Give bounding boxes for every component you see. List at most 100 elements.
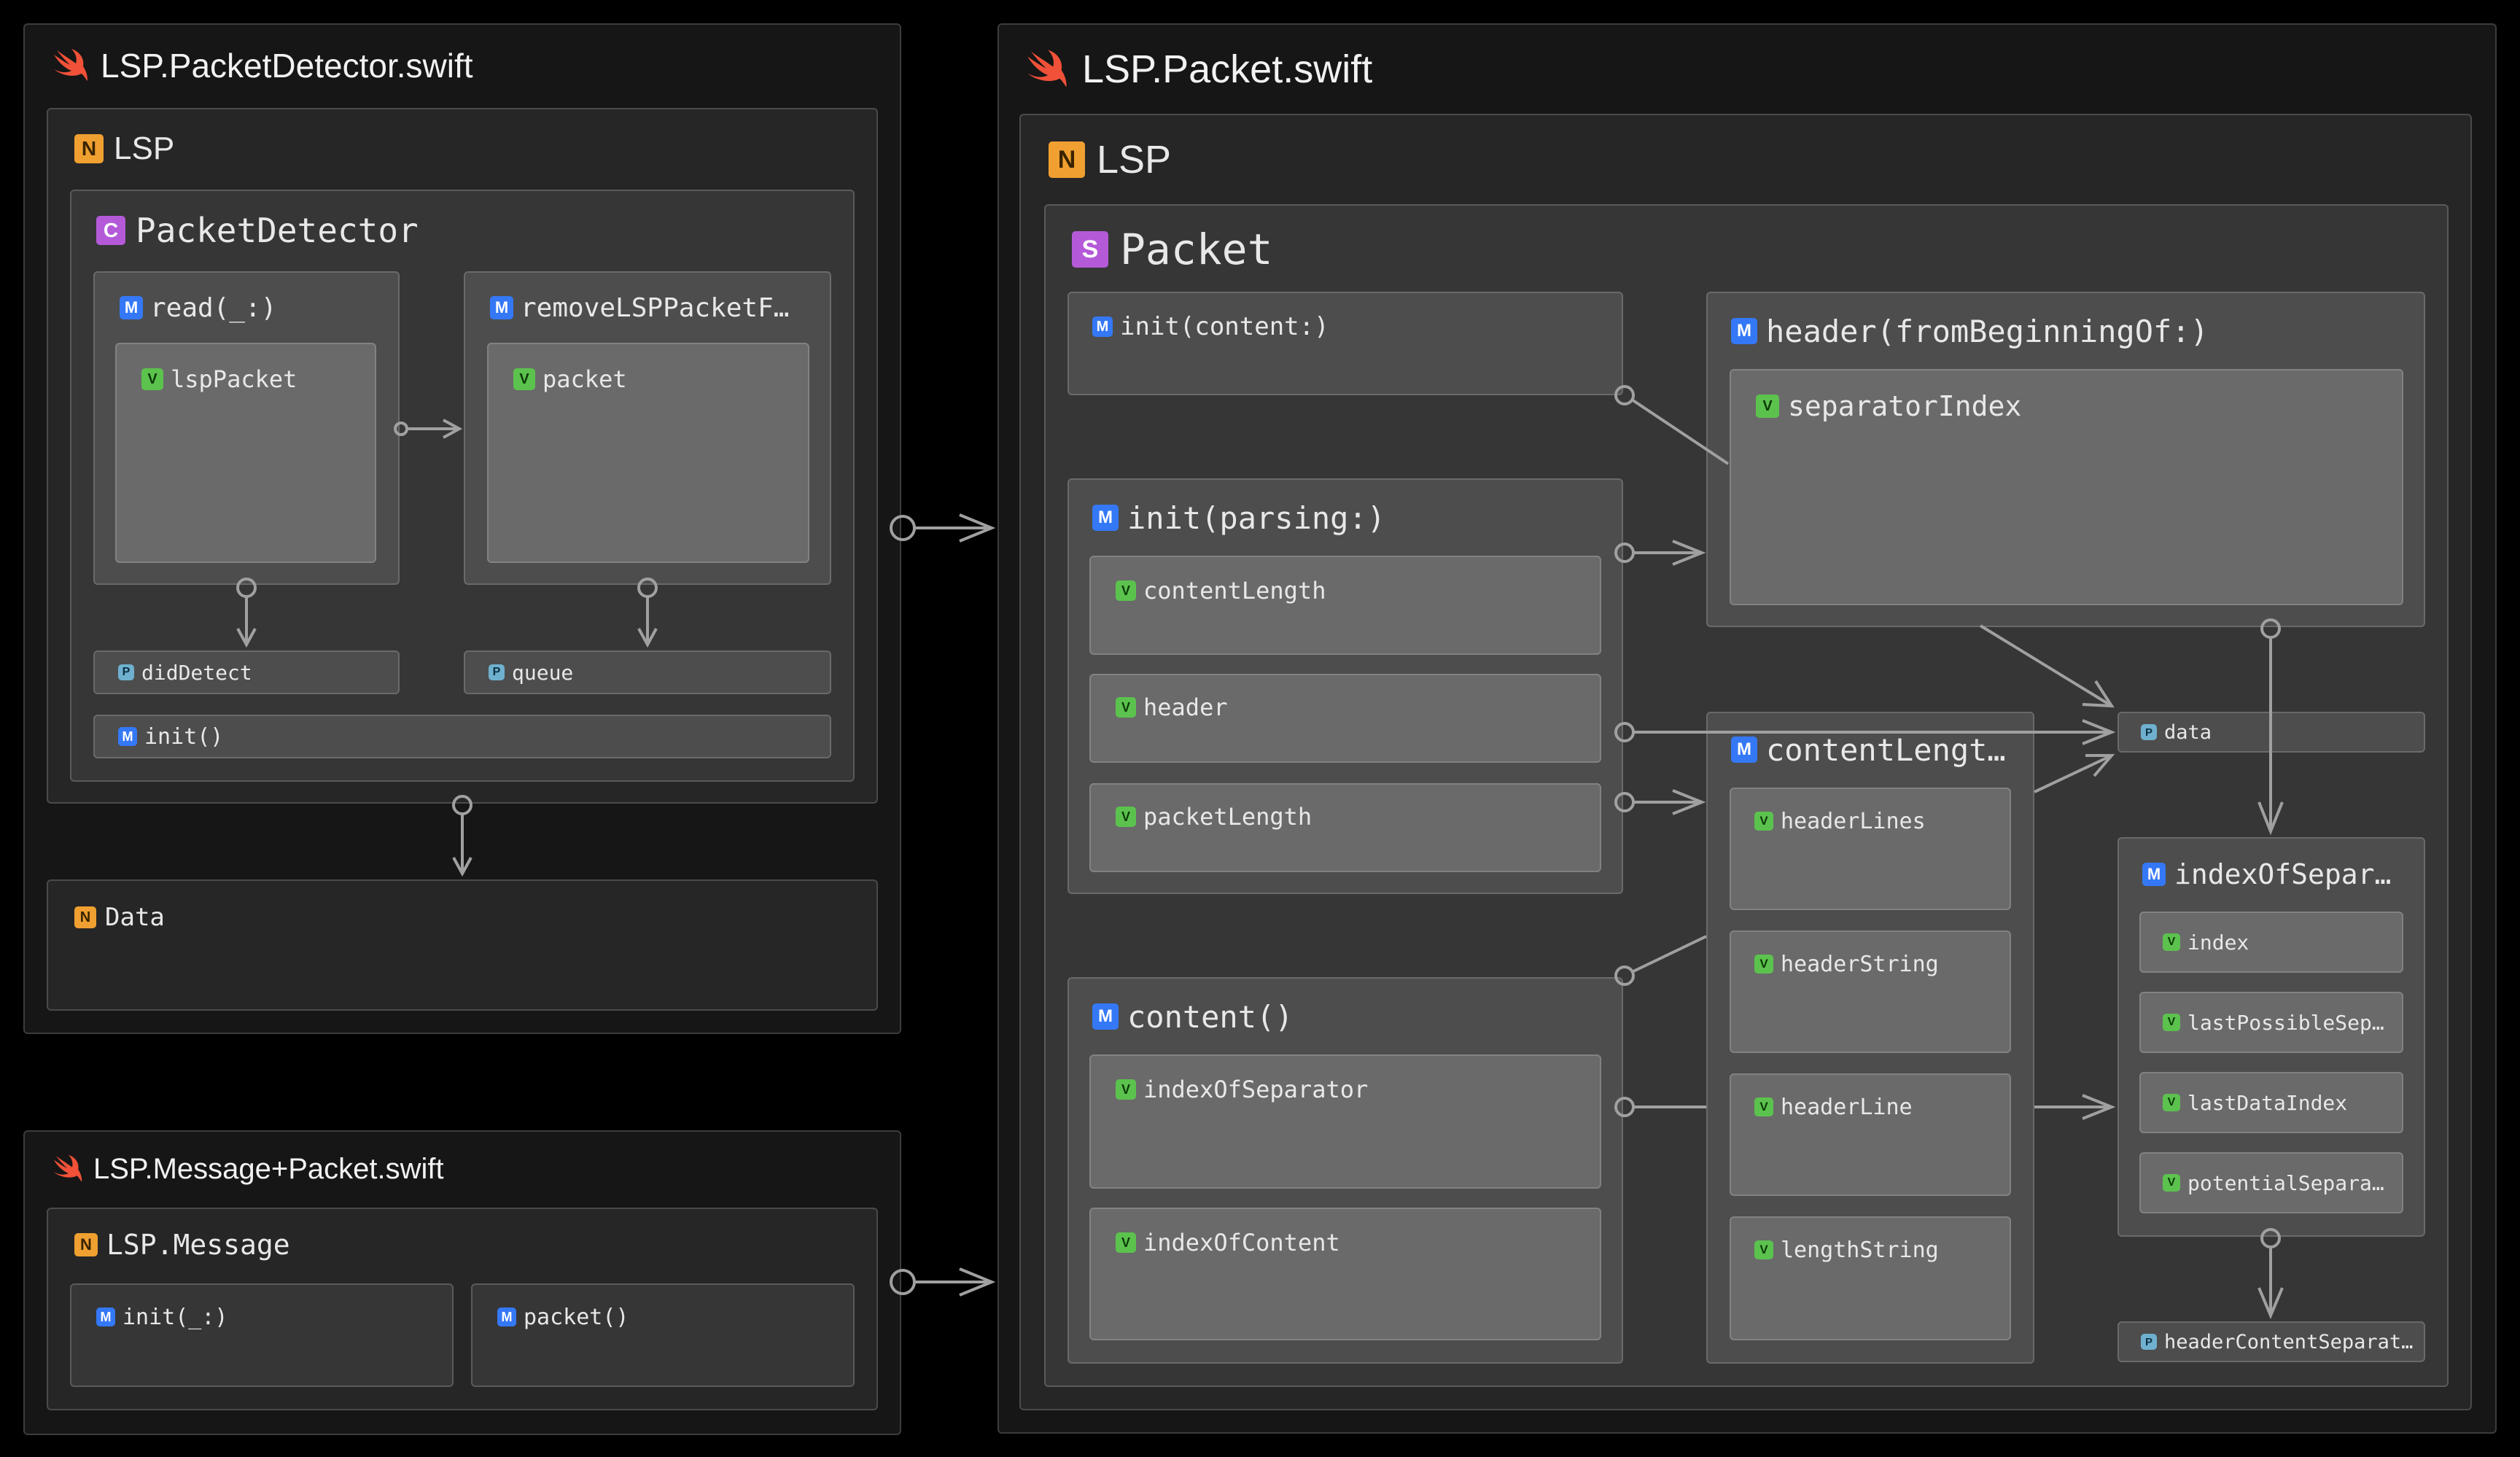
- method-name: init(): [144, 723, 224, 750]
- method-header-fn-header: M header(fromBeginningOf:): [1731, 312, 2209, 350]
- var-badge: V: [1116, 697, 1136, 718]
- var-label: V indexOfContent: [1116, 1228, 1340, 1257]
- method-badge: M: [96, 1308, 115, 1326]
- method-init-label: M init(): [118, 722, 223, 751]
- edge-content-to-header-line: [1614, 1097, 1706, 1117]
- edge-content-to-content-length: [1614, 935, 1707, 986]
- method-badge: M: [490, 296, 513, 319]
- namespace-name: Data: [105, 903, 165, 932]
- var-label: V headerLine: [1754, 1092, 1913, 1122]
- var-potential-separator[interactable]: [2139, 1152, 2403, 1213]
- file-title: LSP.PacketDetector.swift: [101, 47, 473, 85]
- method-badge: M: [1092, 316, 1113, 337]
- property-did-detect-label: P didDetect: [118, 658, 252, 687]
- var-separator-index[interactable]: [1730, 369, 2403, 605]
- class-badge: C: [96, 216, 125, 245]
- file-title: LSP.Message+Packet.swift: [93, 1152, 444, 1185]
- method-badge: M: [2142, 863, 2166, 886]
- file-message-header: LSP.Message+Packet.swift: [51, 1151, 444, 1187]
- property-name: didDetect: [141, 660, 252, 685]
- var-badge: V: [1754, 812, 1773, 831]
- var-header-string[interactable]: [1730, 930, 2011, 1053]
- var-badge: V: [1754, 1097, 1773, 1116]
- property-hcs-label: P headerContentSeparat…: [2141, 1327, 2418, 1356]
- var-length-string[interactable]: [1730, 1216, 2011, 1340]
- struct-badge: S: [1072, 231, 1108, 268]
- var-content-length[interactable]: [1089, 556, 1601, 655]
- method-init-detector[interactable]: [93, 715, 831, 758]
- namespace-data[interactable]: [47, 879, 878, 1011]
- var-label: V lastDataIndex: [2163, 1088, 2396, 1117]
- edge-header-fn-to-data: [1979, 624, 2115, 708]
- edge-init-parsing-to-content-length: [1614, 789, 1706, 815]
- var-header-line[interactable]: [1730, 1073, 2011, 1196]
- edge-header-fn-to-index-of-separator: [2258, 618, 2284, 836]
- var-badge: V: [2163, 933, 2180, 951]
- method-init-parsing-header: M init(parsing:): [1092, 499, 1385, 537]
- file-packet-header: LSP.Packet.swift: [1024, 47, 1372, 92]
- var-badge: V: [513, 368, 535, 390]
- var-index-of-separator[interactable]: [1089, 1054, 1601, 1189]
- method-content-header: M content(): [1092, 998, 1294, 1036]
- method-badge: M: [497, 1308, 516, 1326]
- var-badge: V: [141, 368, 163, 390]
- var-last-possible-separator[interactable]: [2139, 992, 2403, 1053]
- edge-index-of-separator-to-header-content-separator: [2258, 1228, 2284, 1320]
- var-index[interactable]: [2139, 912, 2403, 973]
- method-badge: M: [1731, 318, 1757, 344]
- property-header-content-separator[interactable]: [2118, 1321, 2425, 1362]
- var-label: V headerString: [1754, 949, 1939, 979]
- method-badge: M: [1731, 737, 1757, 763]
- method-message-packet[interactable]: [471, 1283, 855, 1387]
- var-label: V packetLength: [1116, 802, 1312, 831]
- struct-name: Packet: [1120, 226, 1273, 273]
- file-title: LSP.Packet.swift: [1082, 47, 1373, 91]
- namespace-header: N LSP: [74, 130, 174, 168]
- var-name: headerLines: [1781, 808, 1926, 834]
- var-badge: V: [2163, 1174, 2180, 1192]
- var-label: V lastPossibleSep…: [2163, 1008, 2396, 1037]
- property-badge: P: [2141, 1334, 2157, 1350]
- var-label: V potentialSepara…: [2163, 1168, 2396, 1197]
- method-remove-header: M removeLSPPacketF…: [490, 292, 818, 324]
- struct-header: S Packet: [1072, 226, 1273, 273]
- method-badge: M: [1092, 1003, 1119, 1030]
- file-packet-detector-header: LSP.PacketDetector.swift: [51, 45, 473, 86]
- var-label: V separatorIndex: [1756, 389, 2021, 423]
- var-name: packetLength: [1143, 803, 1312, 831]
- var-badge: V: [1756, 395, 1779, 418]
- property-queue[interactable]: [464, 650, 831, 694]
- var-packet-length[interactable]: [1089, 783, 1601, 872]
- method-message-init[interactable]: [70, 1283, 454, 1387]
- var-last-data-index[interactable]: [2139, 1072, 2403, 1133]
- namespace-badge: N: [74, 134, 104, 163]
- edge-init-parsing-to-header-fn: [1614, 540, 1706, 566]
- var-label: V contentLength: [1116, 576, 1326, 605]
- var-name: headerLine: [1781, 1094, 1913, 1120]
- method-packet-label: M packet(): [497, 1302, 629, 1332]
- property-did-detect[interactable]: [93, 650, 400, 694]
- var-label: V header: [1116, 693, 1228, 722]
- var-packet[interactable]: [487, 343, 809, 563]
- var-name: indexOfSeparator: [1143, 1076, 1369, 1103]
- edge-message-to-packet-file: [890, 1267, 996, 1297]
- method-name: init(_:): [122, 1304, 228, 1330]
- edge-init-content-to-header-fn: [1614, 385, 1730, 465]
- var-name: packet: [542, 365, 627, 393]
- var-name: lspPacket: [171, 365, 298, 393]
- var-name: header: [1143, 693, 1228, 721]
- namespace-name: LSP: [114, 131, 175, 166]
- var-header-lines[interactable]: [1730, 788, 2011, 910]
- var-index-of-content[interactable]: [1089, 1208, 1601, 1340]
- method-name: packet(): [524, 1304, 629, 1330]
- class-name: PacketDetector: [136, 211, 419, 249]
- var-name: indexOfContent: [1143, 1229, 1340, 1256]
- var-header[interactable]: [1089, 674, 1601, 763]
- var-name: separatorIndex: [1788, 390, 2022, 422]
- method-content-length-header: M contentLengt…: [1731, 731, 2023, 769]
- property-badge: P: [2141, 724, 2157, 740]
- var-badge: V: [1116, 1232, 1136, 1253]
- method-init-content[interactable]: [1068, 292, 1623, 395]
